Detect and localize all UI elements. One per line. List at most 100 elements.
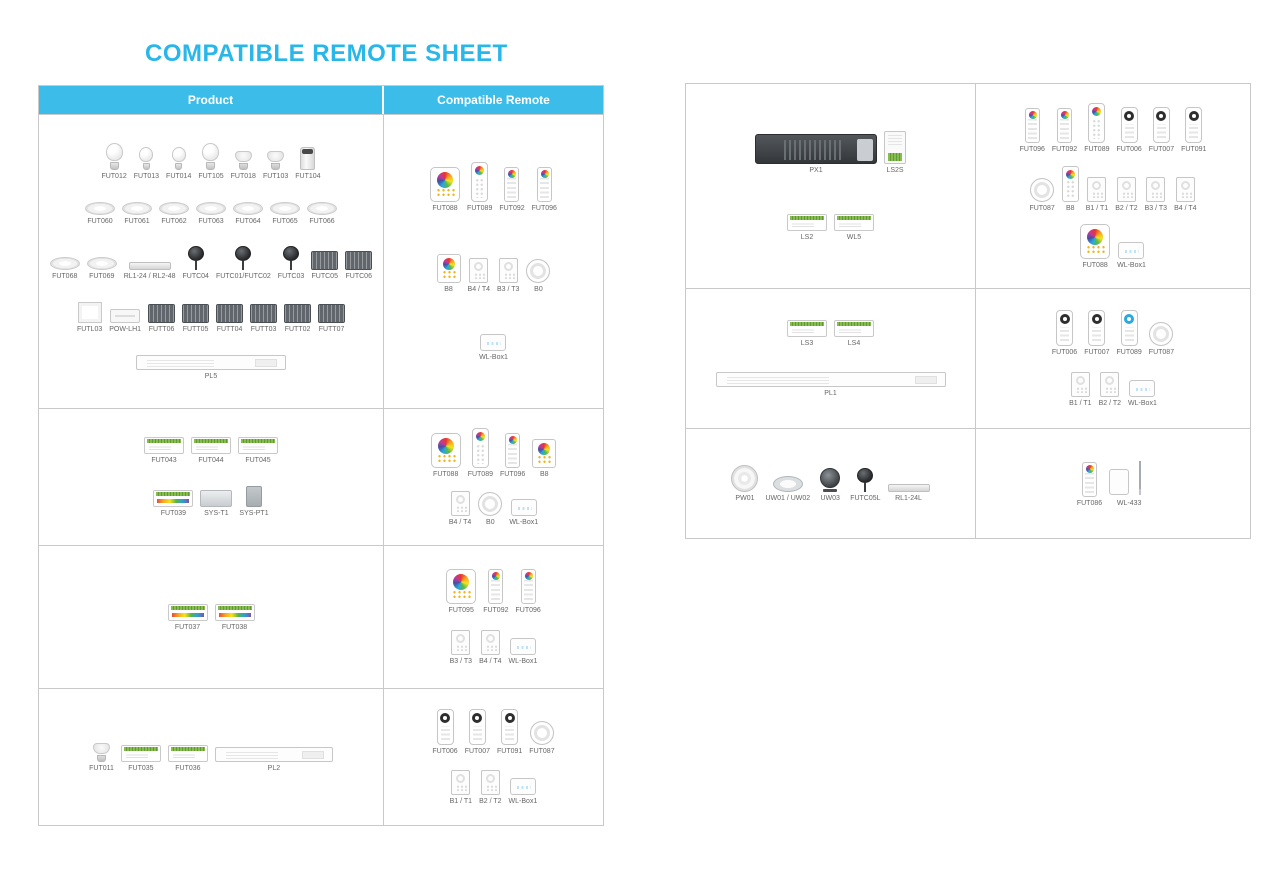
remote-item: WL-Box1: [509, 499, 538, 526]
product-item: FUT012: [101, 142, 127, 180]
downlight-icon: [233, 201, 263, 215]
item-label: LS2: [800, 234, 814, 242]
remote-item: B4 / T4: [479, 630, 502, 665]
product-item: PL2: [214, 746, 333, 772]
downlight-icon: [270, 201, 300, 215]
remote-item: FUT092: [483, 568, 509, 614]
bulb-s-icon: [139, 146, 154, 170]
product-item: POW-LH1: [109, 309, 141, 333]
bulb-icon: [202, 142, 220, 170]
ctrl-color-icon: [153, 490, 194, 507]
par-icon: [300, 146, 316, 170]
wall-panel-icon: [1116, 176, 1136, 202]
controller-icon: [834, 320, 874, 337]
item-label: RL1-24 / RL2-48: [123, 273, 176, 281]
product-item: FUTT02: [284, 304, 312, 333]
product-item: FUT036: [167, 744, 208, 772]
product-item: FUT064: [233, 201, 263, 225]
item-label: FUT037: [174, 623, 201, 631]
item-label: FUT089: [1084, 145, 1110, 153]
item-label: PL1: [824, 390, 837, 397]
item-label: FUT018: [230, 172, 256, 180]
product-item: FUT014: [166, 146, 191, 180]
wall-panel-icon: [1087, 176, 1107, 202]
item-label: FUT103: [262, 172, 289, 180]
item-label: FUT091: [1181, 145, 1207, 153]
item-label: PL2: [267, 764, 281, 772]
item-label: FUT088: [432, 205, 458, 213]
remote-long-icon: [471, 162, 489, 203]
remote-item: FUT088: [430, 433, 461, 478]
remote-item: FUT089: [467, 162, 492, 212]
product-item: PL1: [715, 372, 946, 397]
item-label: FUT096: [500, 471, 526, 478]
wifi-box-icon: [510, 499, 537, 516]
item-label: WL-Box1: [479, 353, 508, 361]
remote-item: B4 / T4: [1174, 176, 1197, 212]
pool-icon: [731, 465, 759, 492]
product-item: FUT043: [144, 437, 184, 464]
product-item: FUT018: [230, 150, 256, 180]
spot-icon: [857, 468, 874, 492]
product-item: LS2S: [884, 130, 906, 174]
din-icon: [884, 130, 906, 164]
item-label: WL-Box1: [1117, 262, 1146, 270]
column-header-product: Product: [39, 86, 384, 114]
item-label: FUT089: [1116, 349, 1142, 357]
remote-item: B8: [532, 439, 557, 478]
remote-sq-icon: [430, 433, 461, 468]
item-label: B8: [444, 285, 453, 293]
item-label: FUTC01/FUTC02: [215, 273, 271, 281]
product-item: FUTL03: [77, 302, 102, 333]
remote-pad-icon: [1057, 107, 1073, 143]
remote-pad-icon: [1081, 461, 1097, 497]
product-item: FUT039: [153, 490, 194, 517]
product-item: FUTC03: [278, 246, 304, 280]
wall-panel-icon: [451, 769, 471, 795]
product-item: LS2: [787, 214, 827, 241]
gu10-icon: [267, 150, 285, 170]
remote-item: WL-Box1: [1117, 242, 1146, 269]
item-label: WL-Box1: [508, 797, 538, 805]
wifi-box-icon: [509, 638, 536, 656]
item-label: LS3: [800, 340, 814, 347]
remote-pad-icon: [505, 433, 521, 468]
remote-simple-icon: [1088, 310, 1106, 347]
controller-icon: [787, 320, 827, 337]
remote-item: B1 / T1: [1069, 371, 1092, 407]
item-label: FUT062: [161, 217, 187, 225]
remote-item: FUT096: [516, 568, 541, 614]
remote-item: FUT007: [1084, 310, 1110, 356]
product-item: SYS-T1: [200, 490, 233, 517]
item-label: FUT086: [1076, 499, 1103, 507]
driver-icon: [136, 355, 286, 371]
item-label: FUTT05: [182, 326, 209, 334]
item-label: B8: [540, 471, 549, 478]
product-item: PW01: [731, 465, 759, 502]
remote-item: FUT007: [1149, 106, 1174, 153]
item-label: FUT092: [499, 205, 525, 213]
wifi-box-icon: [1129, 379, 1156, 397]
flood-icon: [148, 304, 176, 324]
downlight-icon: [307, 201, 337, 215]
remote-long-icon: [471, 428, 489, 468]
product-item: FUTC05L: [850, 468, 881, 502]
controller-icon: [120, 744, 161, 762]
wall-panel-icon: [480, 769, 500, 795]
wifi-box-icon: [480, 333, 507, 351]
item-label: FUT087: [1029, 204, 1055, 212]
controller-icon: [144, 437, 184, 454]
